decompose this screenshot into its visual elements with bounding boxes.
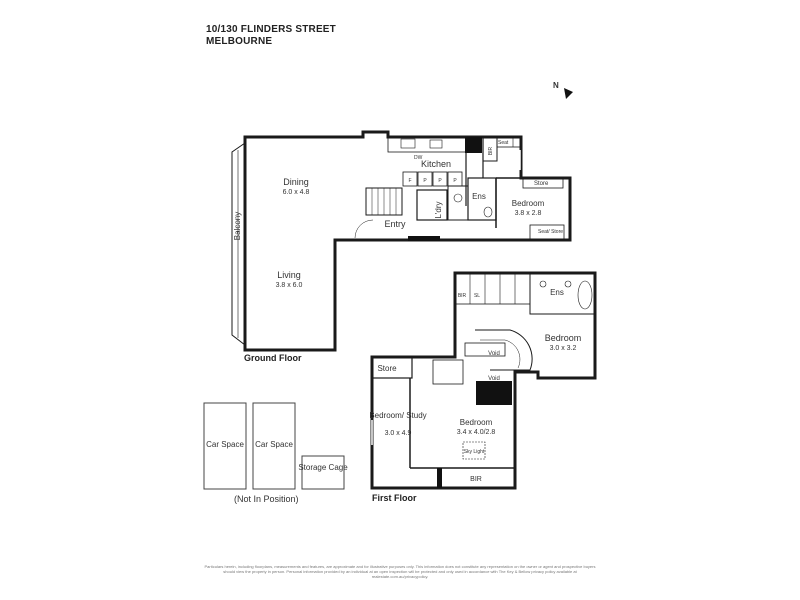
disclaimer-text: Particulars herein, including floorplans… <box>204 564 596 579</box>
skylight-label: Sky Light <box>464 449 485 455</box>
pantry-p3-label: P <box>453 178 457 184</box>
room-bedroom-gf-size: 3.8 x 2.8 <box>515 210 542 217</box>
room-living-name: Living <box>277 270 301 280</box>
room-bedroom-study-size: 3.0 x 4.9 <box>385 430 412 437</box>
pantry-p2-label: P <box>438 178 442 184</box>
car-space-1-label: Car Space <box>206 440 244 449</box>
room-bedroom-main-size: 3.0 x 3.2 <box>550 345 577 352</box>
pantry-p1-label: P <box>423 178 427 184</box>
room-bedroom-3-size: 3.4 x 4.0/2.8 <box>457 429 496 436</box>
storage-cage-label: Storage Cage <box>298 463 348 472</box>
wardrobe-bir-label: BIR <box>458 293 467 299</box>
void-label-1: Void <box>488 351 500 357</box>
room-entry-label: Entry <box>384 219 406 229</box>
store-label: Store <box>534 181 549 187</box>
address-line-2: MELBOURNE <box>206 36 273 47</box>
room-dining-size: 6.0 x 4.8 <box>283 189 310 196</box>
room-store-ff-label: Store <box>377 364 397 373</box>
room-ens-ff-label: Ens <box>550 288 564 297</box>
room-ens-label: Ens <box>472 192 486 201</box>
first-floor-plan <box>370 271 597 490</box>
parking-plan <box>203 402 345 490</box>
room-bedroom-study-name: Bedroom/ Study <box>369 411 426 420</box>
room-bedroom-gf-name: Bedroom <box>512 199 545 208</box>
room-dining-name: Dining <box>283 177 309 187</box>
room-bedroom-3-name: Bedroom <box>460 418 493 427</box>
bir-label: BIR <box>488 146 494 155</box>
pantry-f-label: F <box>408 178 411 184</box>
room-kitchen-label: Kitchen <box>421 159 451 169</box>
room-bedroom-main-name: Bedroom <box>545 333 582 343</box>
void-label-2: Void <box>488 376 500 382</box>
ground-floor-plan <box>231 130 572 352</box>
first-floor-label: First Floor <box>372 493 417 503</box>
room-laundry-label: L'dry <box>434 201 443 218</box>
dishwasher-label: DW <box>414 155 423 161</box>
wardrobe-sl-label: SL <box>474 293 480 299</box>
ground-floor-label: Ground Floor <box>244 353 302 363</box>
north-arrow-icon <box>564 88 573 99</box>
compass-label: N <box>553 81 559 90</box>
balcony-label: Balcony <box>233 212 242 240</box>
bir-ff-label: BIR <box>470 476 482 483</box>
seat-store-label: Seat/ Store <box>538 229 563 235</box>
address-line-1: 10/130 FLINDERS STREET <box>206 24 336 35</box>
car-space-2-label: Car Space <box>255 440 293 449</box>
room-living-size: 3.8 x 6.0 <box>276 282 303 289</box>
parking-note: (Not In Position) <box>234 494 299 504</box>
seat-label: Seat <box>498 140 509 146</box>
